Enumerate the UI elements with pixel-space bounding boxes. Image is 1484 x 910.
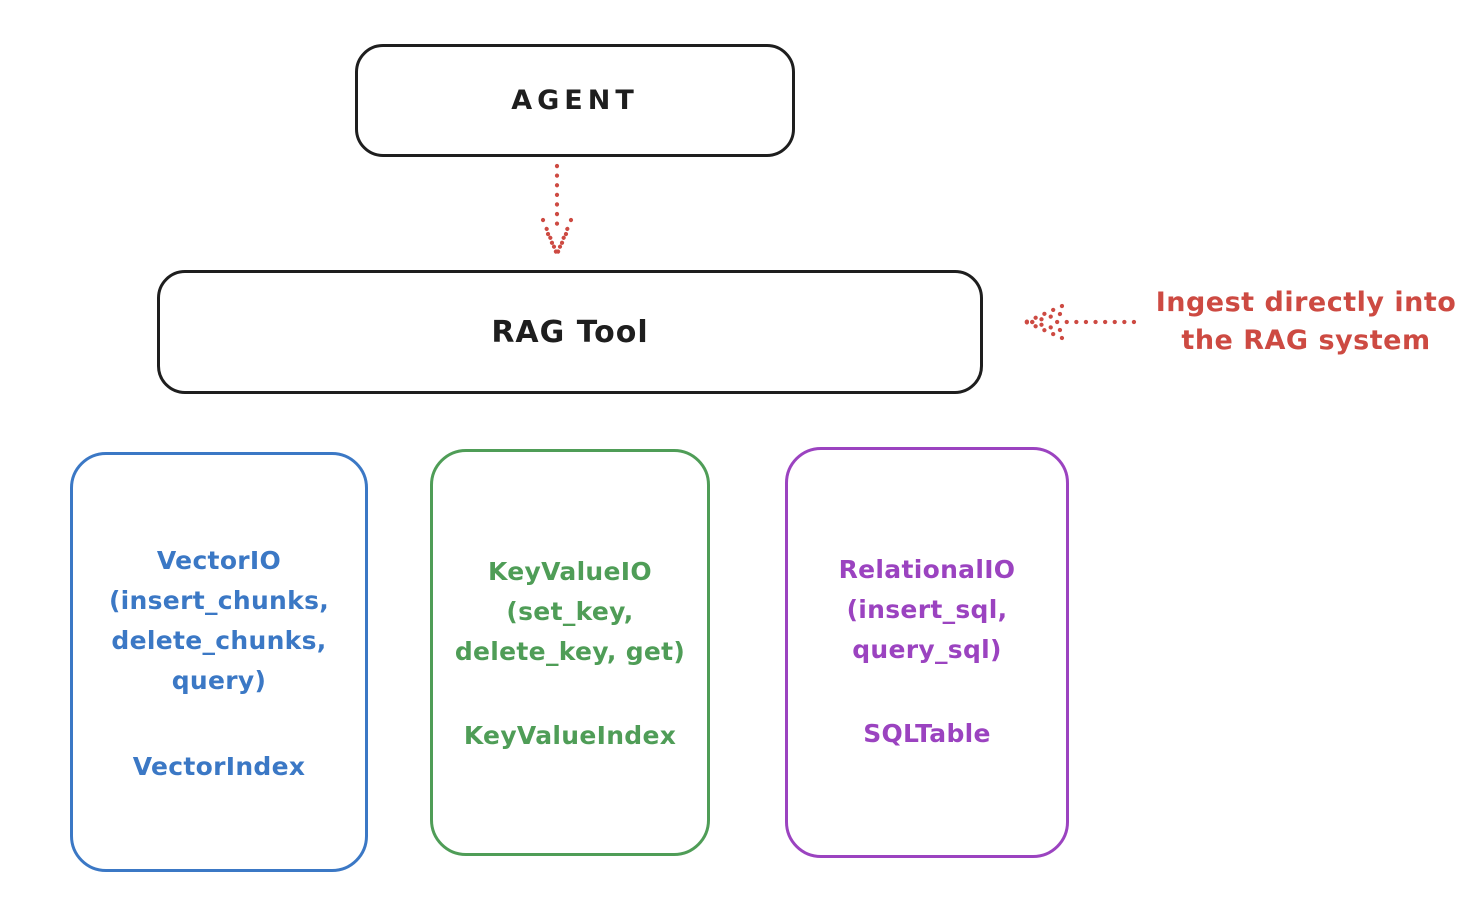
annotation-line-1: Ingest directly into [1155, 287, 1457, 318]
annotation-to-ragtool-arrow-icon [1023, 303, 1137, 341]
annotation-line-2: the RAG system [1181, 325, 1431, 356]
module-keyvalueio-title: KeyValueIO [488, 557, 652, 586]
module-vectorio-index-label: VectorIndex [132, 752, 306, 781]
module-relationalio-index-label: SQLTable [863, 719, 991, 748]
module-keyvalueio-params: (set_key, delete_key, get) [454, 597, 686, 666]
module-vectorio-node: VectorIO (insert_chunks, delete_chunks, … [70, 452, 368, 872]
module-vectorio-params: (insert_chunks, delete_chunks, query) [108, 586, 330, 695]
agent-node: AGENT [355, 44, 795, 157]
module-keyvalueio-index-label: KeyValueIndex [463, 721, 677, 750]
rag-tool-label: RAG Tool [491, 314, 649, 350]
module-relationalio-node: RelationalIO (insert_sql, query_sql) SQL… [785, 447, 1069, 858]
annotation-text: Ingest directly into the RAG system [1138, 284, 1474, 360]
module-keyvalueio-node: KeyValueIO (set_key, delete_key, get) Ke… [430, 449, 710, 856]
module-vectorio-title: VectorIO [156, 546, 282, 575]
module-relationalio-params: (insert_sql, query_sql) [846, 595, 1008, 664]
rag-tool-node: RAG Tool [157, 270, 983, 394]
agent-label: AGENT [511, 85, 639, 116]
module-relationalio-title: RelationalIO [838, 555, 1016, 584]
agent-to-ragtool-arrow-icon [540, 163, 574, 257]
